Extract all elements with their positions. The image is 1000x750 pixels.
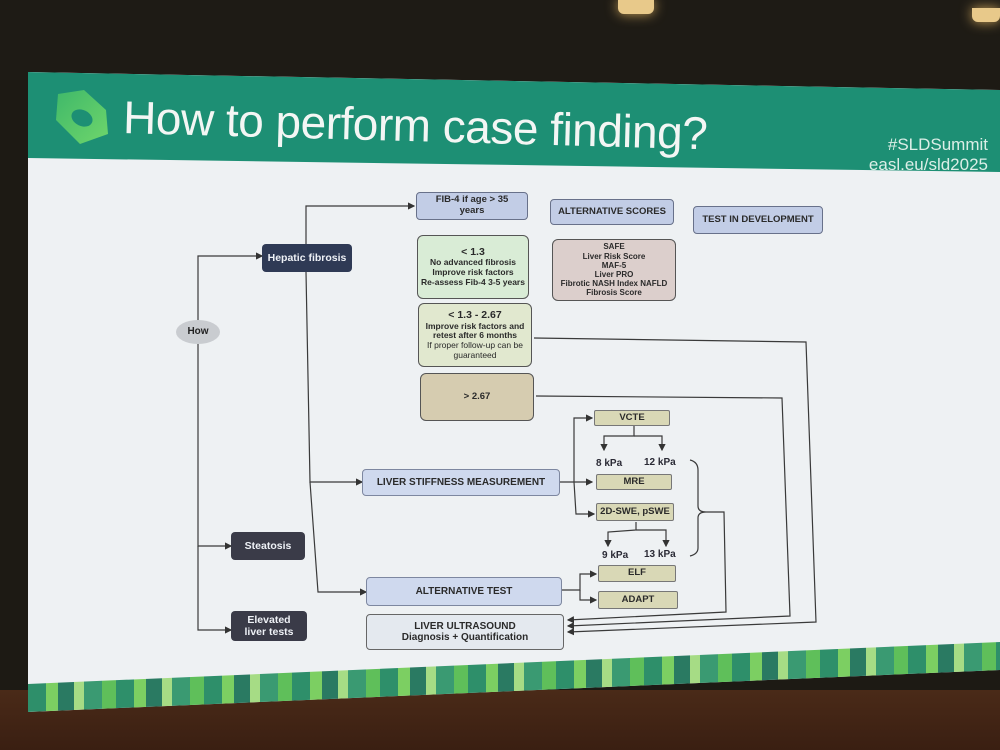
vcte-cutoff-low: 8 kPa bbox=[596, 458, 623, 469]
vcte-cutoff-high: 12 kPa bbox=[644, 457, 676, 468]
connector-high-ultrasound bbox=[535, 395, 791, 630]
fib4-mid-note: If proper follow-up can be bbox=[427, 340, 523, 351]
category-elevated-liver-tests: Elevated liver tests bbox=[231, 611, 307, 641]
connector-alt-adapt bbox=[579, 590, 598, 604]
connector-mid-ultrasound bbox=[533, 337, 817, 636]
score-item: MAF-5 bbox=[601, 260, 627, 270]
alternative-scores-list: SAFE Liver Risk Score MAF-5 Liver PRO Fi… bbox=[552, 239, 676, 301]
ultrasound-line: LIVER ULTRASOUND bbox=[414, 620, 516, 632]
ceiling-lamp bbox=[972, 8, 1000, 22]
hexagon-nut-logo-icon bbox=[56, 90, 108, 144]
fib4-mid-note: guaranteed bbox=[453, 349, 497, 360]
method-2d-swe-pswe: 2D-SWE, pSWE bbox=[596, 503, 674, 521]
ceiling-lamp bbox=[618, 0, 654, 14]
connector-vcte-8 bbox=[600, 426, 635, 452]
connector-vcte-12 bbox=[634, 435, 666, 452]
connector-hepatic-fib4 bbox=[305, 202, 416, 244]
connector-hepatic-lsm bbox=[305, 271, 364, 486]
fib4-low-box: < 1.3 No advanced fibrosis Improve risk … bbox=[417, 235, 529, 299]
test-in-development-header: TEST IN DEVELOPMENT bbox=[693, 206, 823, 234]
connector-lsm-swe bbox=[573, 481, 596, 518]
fib4-header: FIB-4 if age > 35 years bbox=[416, 192, 528, 220]
ultrasound-line: Diagnosis + Quantification bbox=[401, 632, 529, 643]
score-item: SAFE bbox=[603, 242, 625, 252]
category-hepatic-fibrosis: Hepatic fibrosis bbox=[262, 244, 352, 272]
score-item: Fibrosis Score bbox=[586, 288, 642, 298]
root-node-how: How bbox=[176, 320, 220, 344]
alternative-scores-header: ALTERNATIVE SCORES bbox=[550, 199, 674, 225]
category-line: Elevated bbox=[247, 613, 291, 626]
connector-hepatic-alt bbox=[309, 481, 368, 596]
liver-ultrasound: LIVER ULTRASOUND Diagnosis + Quantificat… bbox=[366, 614, 564, 650]
fib4-mid-threshold: < 1.3 - 2.67 bbox=[448, 309, 502, 322]
liver-stiffness-measurement: LIVER STIFFNESS MEASUREMENT bbox=[362, 469, 560, 496]
swe-cutoff-low: 9 kPa bbox=[602, 550, 629, 561]
slide-header: How to perform case finding? #SLDSummit … bbox=[28, 72, 1000, 174]
category-steatosis: Steatosis bbox=[231, 532, 305, 560]
swe-cutoff-high: 13 kPa bbox=[644, 549, 676, 560]
score-item: Liver Risk Score bbox=[582, 251, 646, 261]
connector-swe-9 bbox=[604, 522, 637, 548]
fib4-line: FIB-4 if age > 35 bbox=[435, 194, 509, 206]
fib4-low-line: No advanced fibrosis bbox=[430, 257, 516, 268]
bracket-lsm-cutoffs bbox=[689, 459, 707, 557]
fib4-mid-line: Improve risk factors and bbox=[425, 320, 525, 331]
method-elf: ELF bbox=[598, 565, 676, 582]
fib4-low-line: Improve risk factors bbox=[432, 267, 514, 278]
score-item: Fibrotic NASH Index NAFLD bbox=[560, 279, 668, 289]
connector-bracket-ultrasound bbox=[566, 511, 727, 624]
fib4-high-box: > 2.67 bbox=[420, 373, 534, 421]
hashtag: #SLDSummit bbox=[887, 135, 988, 154]
method-adapt: ADAPT bbox=[598, 591, 678, 609]
method-mre: MRE bbox=[596, 474, 672, 490]
alternative-test: ALTERNATIVE TEST bbox=[366, 577, 562, 606]
fib4-low-threshold: < 1.3 bbox=[461, 246, 485, 259]
method-vcte: VCTE bbox=[594, 410, 670, 426]
fib4-mid-box: < 1.3 - 2.67 Improve risk factors and re… bbox=[418, 303, 532, 367]
score-item: Liver PRO bbox=[594, 270, 634, 279]
fib4-line: years bbox=[459, 205, 485, 216]
connector-lsm-vcte bbox=[573, 414, 594, 482]
category-line: liver tests bbox=[244, 626, 294, 638]
connector-how-elevated bbox=[197, 546, 233, 634]
event-url: easl.eu/sld2025 bbox=[868, 155, 988, 174]
connector-how-steatosis bbox=[197, 344, 233, 550]
connector-swe-13 bbox=[636, 529, 670, 548]
connector-alt-elf bbox=[562, 570, 598, 591]
fib4-low-line: Re-assess Fib-4 3-5 years bbox=[421, 276, 525, 287]
connector-how-hepatic bbox=[197, 252, 264, 320]
room-ceiling bbox=[0, 0, 1000, 80]
fib4-mid-line: retest after 6 months bbox=[432, 330, 518, 341]
